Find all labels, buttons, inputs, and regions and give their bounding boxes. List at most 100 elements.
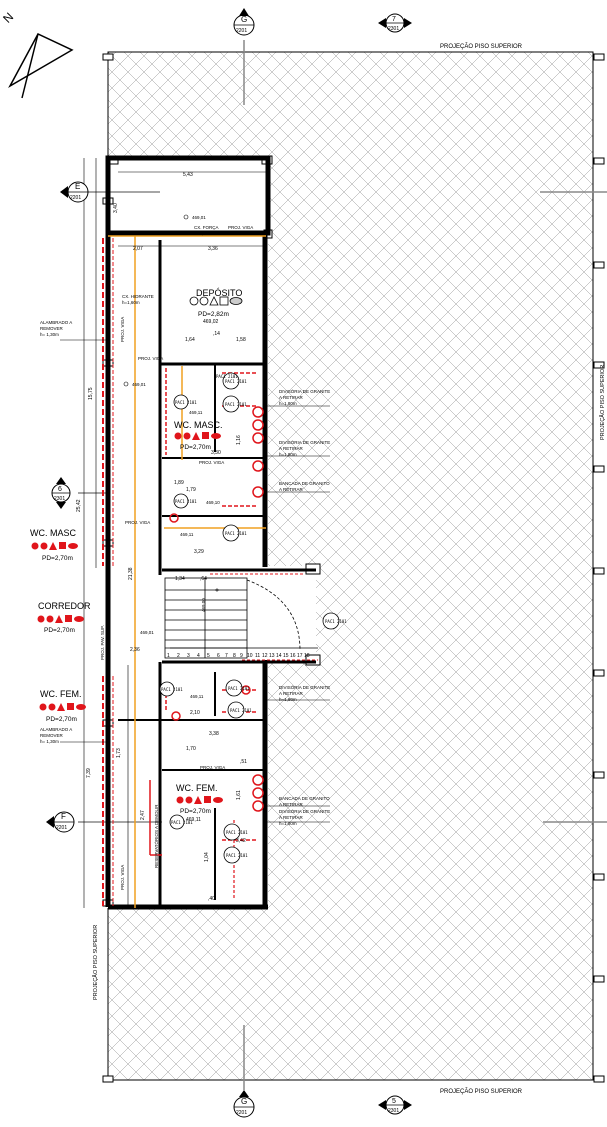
svg-text:3,29: 3,29 [194,549,204,555]
finish-code-symbols-left-wc-masc [31,542,78,550]
svg-text:h=1,20m: h=1,20m [194,231,212,236]
svg-text:7,39: 7,39 [86,768,92,778]
svg-text:3,36: 3,36 [208,246,218,252]
level-deposito: 469,02 [203,319,219,325]
svg-text:PROJ. VIGA: PROJ. VIGA [138,356,163,361]
projection-label-top: PROJEÇÃO PISO SUPERIOR [440,43,523,50]
svg-text:DIVISÓRIA DE GRANITE: DIVISÓRIA DE GRANITE [279,684,330,690]
svg-text:BANCADA DE GRANITO: BANCADA DE GRANITO [279,481,330,486]
svg-text:h=1,80m: h=1,80m [279,401,297,406]
svg-text:469,11: 469,11 [189,410,203,415]
svg-text:PAC1 2101: PAC1 2101 [225,531,247,536]
svg-text:PROJ. VIGA: PROJ. VIGA [120,865,125,890]
svg-text:REMOVER: REMOVER [40,733,64,738]
svg-text:1,34: 1,34 [175,576,185,582]
svg-text:25,42: 25,42 [76,499,82,512]
svg-text:469,01: 469,01 [132,382,146,387]
svg-text:469,10: 469,10 [206,500,220,505]
svg-text:PAC1 2101: PAC1 2101 [171,820,193,825]
svg-text:10: 10 [247,653,253,659]
dimension-lines [60,158,330,908]
svg-text:2301: 2301 [388,1108,399,1114]
svg-text:1,64: 1,64 [185,337,195,343]
svg-text:3,38: 3,38 [209,731,219,737]
svg-text:2301: 2301 [54,496,65,502]
left-label-wc-masc: WC. MASC [30,528,76,538]
beam-labels: PROJ. VIGA PROJ. VIGA PROJ. VIGA PROJ. V… [100,225,253,890]
svg-text:A RETIRAR: A RETIRAR [279,691,304,696]
svg-text:h=1,80m: h=1,80m [279,821,297,826]
svg-text:1: 1 [167,653,170,659]
svg-text:2,10: 2,10 [190,710,200,716]
svg-text:A RETIRAR: A RETIRAR [279,802,304,807]
note-divisoria-2: DIVISÓRIA DE GRANITE A RETIRAR h=1,80m [279,439,330,457]
svg-text:G: G [241,15,247,24]
svg-text:2,36: 2,36 [130,647,140,653]
svg-text:6: 6 [217,653,220,659]
svg-text:F: F [61,812,66,821]
svg-text:469,01: 469,01 [140,630,154,635]
svg-text:h=1,80m: h=1,80m [279,697,297,702]
svg-text:469,00: 469,00 [201,598,206,612]
svg-text:1,61: 1,61 [236,790,242,800]
level-wc-fem: 469,11 [186,817,201,823]
svg-text:A RETIRAR: A RETIRAR [279,487,304,492]
svg-text:,64: ,64 [200,576,207,582]
finish-code-symbols-wc-fem [176,796,223,804]
svg-text:1,58: 1,58 [236,337,246,343]
svg-text:2201: 2201 [236,28,247,34]
note-divisoria-3: DIVISÓRIA DE GRANITE A RETIRAR h=1,80m [279,684,330,702]
finish-code-symbols-deposito [189,296,243,306]
section-marker-bottom-g: G 2201 [233,1090,255,1118]
svg-text:PAC1 2101: PAC1 2101 [161,687,183,692]
finish-code-symbols-wc-masc [174,432,221,440]
svg-text:PAC1 2101: PAC1 2101 [216,374,238,379]
sink-fixtures [169,406,264,812]
room-pd-deposito: PD=2,82m [198,311,229,318]
svg-text:469,01: 469,01 [192,215,206,220]
svg-text:,51: ,51 [240,759,247,765]
svg-text:14: 14 [276,653,282,659]
finish-code-symbols-corredor [37,615,84,623]
note-cx-hidrante: CX. HIDRANTE h=1,60m [122,294,154,305]
svg-text:2301: 2301 [388,26,399,32]
svg-text:,40: ,40 [208,896,215,902]
svg-text:DIVISÓRIA DE GRANITE: DIVISÓRIA DE GRANITE [279,439,330,445]
svg-text:ALAMBRADO A: ALAMBRADO A [40,320,72,325]
svg-text:PROJ. VIGA: PROJ. VIGA [199,460,224,465]
section-marker-top-g: G 2201 [233,8,255,36]
svg-text:h=1,80m: h=1,80m [279,452,297,457]
svg-text:13: 13 [269,653,275,659]
finish-code-symbols-left-wc-fem [39,703,86,711]
dimension-values: 5,43 3,40 2,07 3,36 1,64 ,14 1,58 15,75 … [76,172,247,902]
svg-text:REMOVER: REMOVER [40,326,64,331]
svg-text:1,16: 1,16 [236,435,242,445]
section-marker-top-7: 7 2301 [378,13,412,33]
svg-text:8: 8 [233,653,236,659]
svg-text:3,30: 3,30 [211,450,221,456]
svg-text:2201: 2201 [236,1110,247,1116]
note-bancada-2: BANCADA DE GRANITO A RETIRAR [279,796,330,807]
svg-text:PROJ. VIGA: PROJ. VIGA [120,317,125,342]
equipment-tags [159,372,340,864]
svg-text:7: 7 [392,16,396,23]
svg-text:PAC1 2101: PAC1 2101 [228,686,250,691]
svg-text:CX. HIDRANTE: CX. HIDRANTE [122,294,154,299]
svg-text:15: 15 [283,653,289,659]
level-marks: 469,01 469,11 469,10 469,11 469,01 469,0… [123,214,220,699]
room-pd-wc-fem: PD=2,70m [180,808,211,815]
svg-text:E: E [75,182,80,191]
section-lines [108,235,266,908]
projection-label-right: PROJEÇÃO PISO SUPERIOR [599,365,606,440]
section-marker-left-e: E 2201 [60,181,89,203]
svg-text:h= 1,30m: h= 1,30m [40,739,59,744]
svg-text:21,38: 21,38 [128,567,134,580]
svg-text:CX. FORÇA: CX. FORÇA [194,225,219,230]
svg-text:2201: 2201 [56,825,67,831]
svg-text:18: 18 [304,653,310,659]
note-divisoria-4: DIVISÓRIA DE GRANITE A RETIRAR h=1,80m [279,808,330,826]
svg-text:,14: ,14 [213,331,220,337]
walls [105,155,316,910]
svg-text:4: 4 [197,653,200,659]
